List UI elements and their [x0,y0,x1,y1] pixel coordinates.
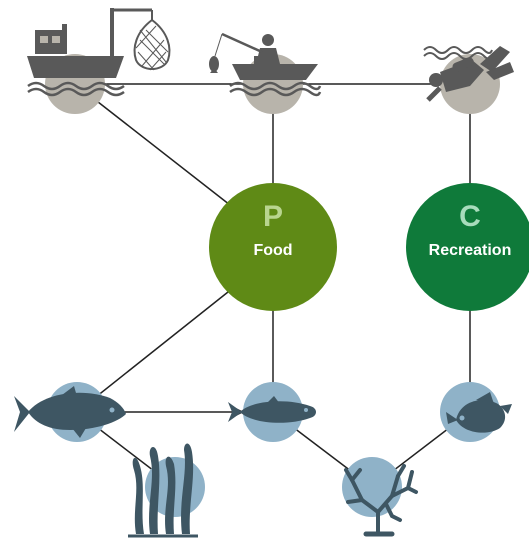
hub-recreation: C Recreation [406,183,529,311]
coral-icon [344,464,418,537]
edge-food-tuna [76,291,229,413]
hub-food-letter: P [263,200,283,233]
node-tuna [14,382,126,442]
hub-recreation-label: Recreation [429,242,512,259]
node-recreational-angler [209,32,322,114]
hub-food-label: Food [253,242,292,259]
small-fish-icon [228,396,316,423]
hub-recreation-letter: C [459,200,481,233]
node-small-fish [228,382,316,442]
node-commercial-trawler [27,8,171,114]
angler-boat-icon [209,32,322,97]
reef-fish-icon [446,392,512,433]
hub-food: P Food [209,183,337,311]
node-scuba-diver [423,46,514,114]
scuba-diver-icon [423,46,514,102]
node-reef-fish [440,382,512,442]
node-kelp [128,443,205,538]
tuna-icon [14,386,126,438]
hub-food-circle [209,183,337,311]
node-coral [342,457,418,537]
kelp-icon [128,443,198,538]
edge-trawler-food [74,83,231,206]
fishing-trawler-icon [27,8,171,97]
hub-recreation-circle [406,183,529,311]
